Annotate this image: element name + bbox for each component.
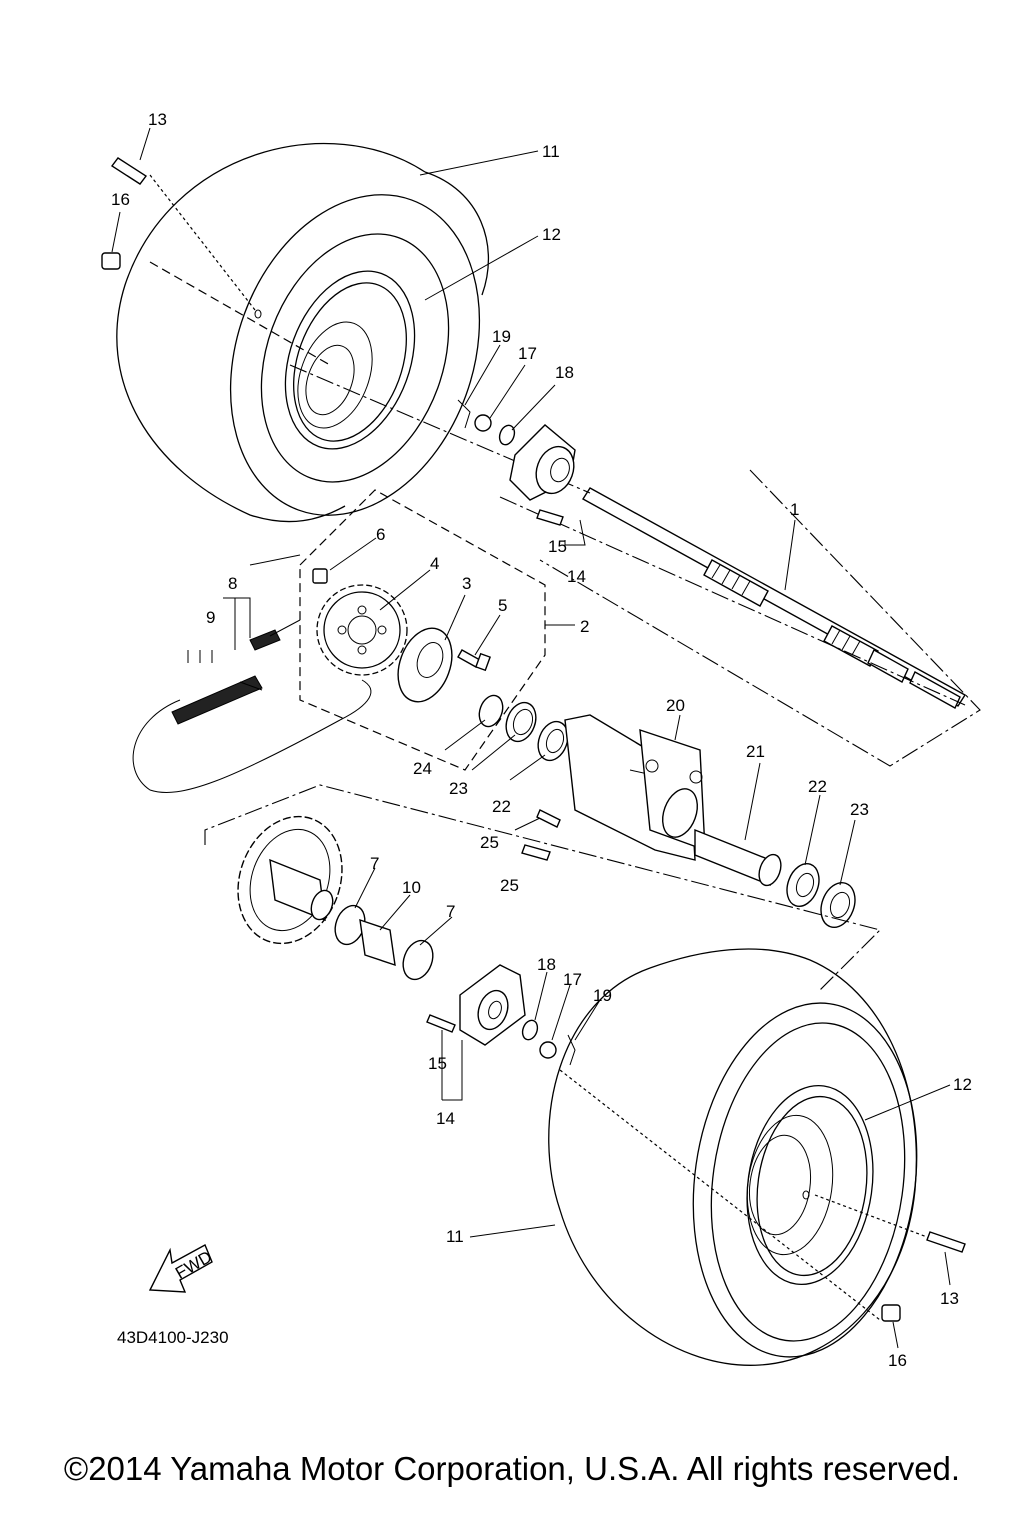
- callout-13a: 13: [148, 110, 167, 129]
- wheel-hub-upper: [509, 424, 576, 501]
- callout-8: 8: [228, 574, 237, 593]
- callout-22b: 22: [808, 777, 827, 796]
- housing-bolts: [521, 809, 561, 861]
- callout-15a: 15: [548, 537, 567, 556]
- callout-16a: 16: [111, 190, 130, 209]
- callout-5: 5: [498, 596, 507, 615]
- callout-6: 6: [376, 525, 385, 544]
- leader-lines: [111, 127, 951, 1349]
- callout-23b: 23: [850, 800, 869, 819]
- valve-nut-lower: [881, 1304, 901, 1322]
- drive-chain: [132, 619, 372, 793]
- valve-stem-upper: [110, 157, 148, 185]
- callout-19a: 19: [492, 327, 511, 346]
- lower-tire: [548, 948, 918, 1366]
- hub-bolt-upper: [536, 509, 564, 526]
- callout-11a: 11: [542, 142, 560, 161]
- callout-18b: 18: [537, 955, 556, 974]
- axle-collar: [478, 694, 504, 728]
- callout-4: 4: [430, 554, 439, 573]
- callout-14b: 14: [436, 1109, 455, 1128]
- bearing-lower: [786, 862, 820, 908]
- cotter-pin-lower: [567, 1034, 576, 1066]
- sprocket-nut: [312, 568, 328, 584]
- washer-upper: [498, 424, 516, 446]
- upper-wheel-rim: [254, 270, 416, 450]
- callout-13b: 13: [940, 1289, 959, 1308]
- sprocket: [316, 584, 408, 676]
- callout-7a: 7: [370, 854, 379, 873]
- callout-20: 20: [666, 696, 685, 715]
- oil-seal-upper: [505, 701, 537, 743]
- axle-nut-upper: [474, 414, 492, 432]
- callout-24: 24: [413, 759, 432, 778]
- callout-12a: 12: [542, 225, 561, 244]
- lower-wheel-rim: [746, 1084, 874, 1286]
- rear-axle-hub-housing: [564, 714, 706, 861]
- callout-17a: 17: [518, 344, 537, 363]
- rear-axle-shaft: [582, 487, 966, 709]
- callout-25a: 25: [480, 833, 499, 852]
- callout-15b: 15: [428, 1054, 447, 1073]
- copyright-notice: ©2014 Yamaha Motor Corporation, U.S.A. A…: [63, 1450, 961, 1487]
- fwd-arrow-icon: FWD: [148, 1244, 215, 1293]
- callout-7b: 7: [446, 902, 455, 921]
- brake-disc: [237, 815, 343, 945]
- bearing-spacer: [694, 828, 782, 887]
- callout-23a: 23: [449, 779, 468, 798]
- callout-16b: 16: [888, 1351, 907, 1370]
- callout-1: 1: [790, 500, 799, 519]
- hub-bolt-lower: [426, 1014, 456, 1033]
- callout-14a: 14: [567, 567, 586, 586]
- upper-tire: [116, 143, 490, 523]
- diagram-code: 43D4100-J230: [117, 1328, 229, 1347]
- rear-axle-exploded-diagram: FWD 1 2 3 4 5 6 7 7 8 9 10 11 11 12 12 1…: [101, 110, 981, 1370]
- oil-seal-lower: [820, 882, 856, 928]
- callout-2: 2: [580, 617, 589, 636]
- cotter-pin-upper: [457, 399, 471, 429]
- disc-spacers: [334, 904, 434, 981]
- axle-nut-lower: [539, 1041, 557, 1059]
- callout-12b: 12: [953, 1075, 972, 1094]
- sprocket-hub: [397, 627, 453, 703]
- callout-labels: 1 2 3 4 5 6 7 7 8 9 10 11 11 12 12 13 13…: [111, 110, 972, 1370]
- wheel-hub-lower: [459, 964, 526, 1046]
- washer-lower: [521, 1019, 539, 1041]
- callout-21: 21: [746, 742, 765, 761]
- valve-nut-upper: [101, 252, 121, 270]
- sprocket-bolt: [457, 649, 491, 672]
- callout-18a: 18: [555, 363, 574, 382]
- callout-25b: 25: [500, 876, 519, 895]
- callout-10: 10: [402, 878, 421, 897]
- valve-stem-lower: [926, 1231, 966, 1253]
- callout-11b: 11: [446, 1227, 464, 1246]
- callout-19b: 19: [593, 986, 612, 1005]
- bearing-upper: [537, 720, 569, 762]
- callout-22a: 22: [492, 797, 511, 816]
- callout-9: 9: [206, 608, 215, 627]
- callout-17b: 17: [563, 970, 582, 989]
- callout-3: 3: [462, 574, 471, 593]
